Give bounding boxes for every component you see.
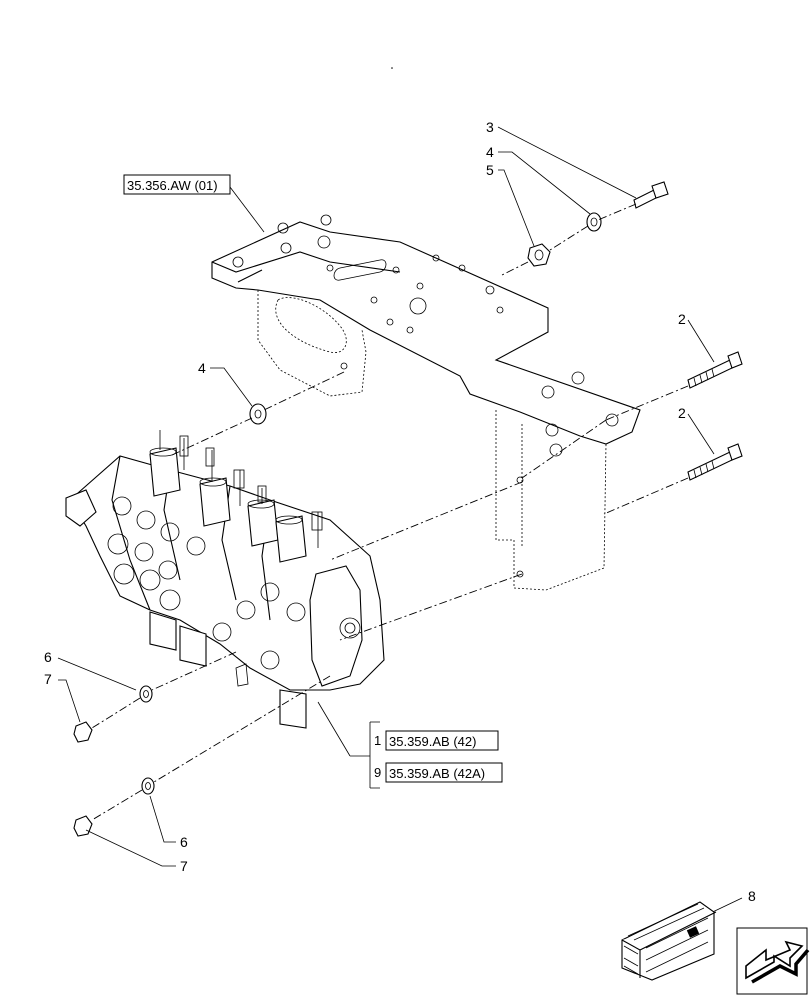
bolt-item-3 <box>633 181 669 209</box>
bolt-item-2-lower <box>687 443 743 481</box>
callout-2-lower: 2 <box>678 405 686 421</box>
leader-lines <box>57 126 743 919</box>
frame-reference[interactable]: 35.356.AW (01) <box>123 174 231 195</box>
valve-ref-9-code[interactable]: 35.359.AB (42A) <box>389 766 485 781</box>
washer-item-6-top <box>139 685 153 703</box>
callout-6-bottom: 6 <box>180 834 188 850</box>
nut-item-5 <box>527 243 551 267</box>
assembly-center-lines <box>91 203 689 821</box>
bolt-item-2-upper <box>687 351 743 389</box>
frame-reference-code[interactable]: 35.356.AW (01) <box>127 178 218 193</box>
callout-4-top: 4 <box>486 144 494 160</box>
callout-4-mid: 4 <box>198 360 206 376</box>
callout-7-bottom: 7 <box>180 858 188 874</box>
nut-item-7-top <box>73 721 93 743</box>
control-valve-assembly <box>65 430 385 729</box>
callout-5: 5 <box>486 162 494 178</box>
frame-bracket <box>211 214 641 591</box>
callout-3: 3 <box>486 119 494 135</box>
callout-8: 8 <box>748 888 756 904</box>
valve-ref-1-index: 1 <box>374 733 381 748</box>
valve-ref-9-index: 9 <box>374 765 381 780</box>
callout-labels: 3 4 5 2 2 4 6 7 6 7 8 <box>44 119 756 904</box>
washer-item-4-mid <box>249 403 267 425</box>
valve-ref-1-code[interactable]: 35.359.AB (42) <box>389 734 476 749</box>
callout-6-top: 6 <box>44 649 52 665</box>
valve-ref-1-link[interactable]: 35.359.AB (42) <box>385 730 499 751</box>
washer-item-6-bottom <box>141 777 155 795</box>
valve-reference-group: 1 35.359.AB (42) 9 35.359.AB (42A) <box>350 721 503 789</box>
nut-item-7-bottom <box>73 815 93 837</box>
stray-mark <box>391 67 393 69</box>
valve-ref-9-link[interactable]: 35.359.AB (42A) <box>385 762 503 783</box>
crate-icon <box>621 901 717 981</box>
washer-item-4-top <box>586 212 602 232</box>
callout-2-upper: 2 <box>678 311 686 327</box>
callout-7-top: 7 <box>44 671 52 687</box>
arrow-next-page-icon[interactable] <box>736 927 810 995</box>
